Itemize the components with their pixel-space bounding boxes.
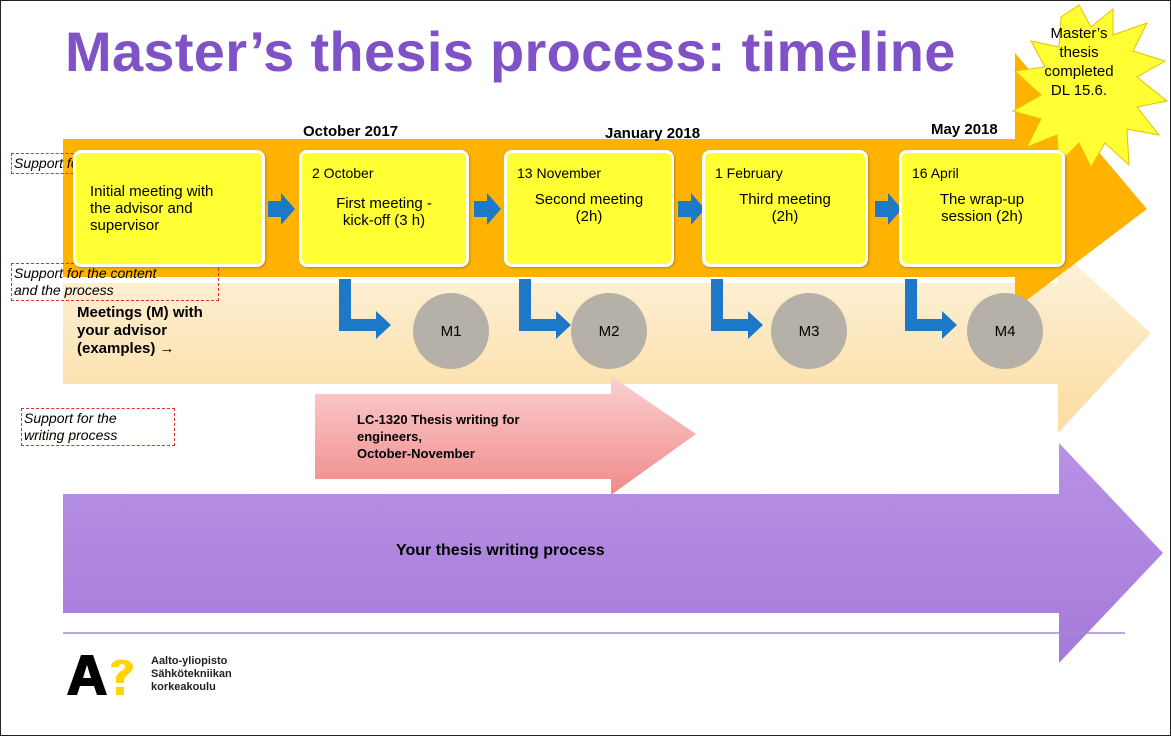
support-content-label: Support for the content and the process [11,263,219,301]
step-date: 1 February [715,165,783,181]
month-label: October 2017 [303,123,399,140]
logo-line: Aalto-yliopisto [151,655,228,667]
completed-line: Master’s [1050,25,1108,42]
elbow-arrow [519,279,571,339]
step-desc-line: (2h) [771,208,799,225]
support-line: Support for the [24,410,117,426]
step-description: The wrap-up session (2h) [908,191,1056,225]
course-line: October-November [357,446,475,461]
step-box: 16 April The wrap-up session (2h) [899,150,1065,267]
logo-line: korkeakoulu [151,681,216,693]
step-description: Initial meeting with the advisor and sup… [90,183,256,234]
course-line: LC-1320 Thesis writing for [357,412,520,427]
step-desc-line: Second meeting [534,191,644,208]
step-date: 16 April [912,165,959,181]
support-line: writing process [24,427,118,443]
step-desc-line: Initial meeting with [90,183,214,200]
writing-arrow [63,443,1163,663]
course-line: engineers, [357,429,423,444]
logo-line: Sähkötekniikan [151,668,232,680]
meeting-circle: M1 [413,293,489,369]
step-desc-line: session (2h) [941,208,1023,225]
meeting-circle: M2 [571,293,647,369]
page-title: Master’s thesis process: timeline [65,20,956,83]
elbow-arrow [711,279,763,339]
meeting-circle: M3 [771,293,847,369]
step-desc-line: Third meeting [739,191,831,208]
month-label: May 2018 [931,121,998,138]
meetings-label-line: your advisor [77,322,168,339]
connector-arrow [678,193,705,225]
course-label: LC-1320 Thesis writing for engineers, Oc… [357,411,520,462]
course-arrow [315,376,696,495]
completed-burst [1011,4,1169,169]
step-description: Third meeting (2h) [711,191,859,225]
writing-process-label: Your thesis writing process [396,542,605,559]
step-desc-line: (2h) [575,208,603,225]
completed-line: DL 15.6. [1050,82,1108,99]
step-box: 13 November Second meeting (2h) [504,150,674,267]
meetings-label-line: Meetings (M) with [77,304,203,321]
month-label: January 2018 [605,125,701,142]
meetings-label-line: (examples) → [77,340,175,357]
step-box: 1 February Third meeting (2h) [702,150,868,267]
connector-arrow [474,193,501,225]
completed-line: completed [1044,63,1114,80]
meetings-label: Meetings (M) with your advisor (examples… [77,304,203,358]
completed-line: thesis [1059,44,1099,61]
step-connector-arrows [268,193,902,225]
step-desc-line: supervisor [90,217,160,234]
step-description: Second meeting (2h) [513,191,665,225]
elbow-arrow [905,279,957,339]
step-description: First meeting - kick-off (3 h) [308,195,460,229]
support-line: and the process [14,282,114,298]
elbow-arrow [339,279,391,339]
connector-arrow [268,193,295,225]
step-date: 13 November [517,165,602,181]
step-desc-line: kick-off (3 h) [342,212,426,229]
aalto-logo-icon [67,655,133,695]
support-line: Support for the content [14,265,157,281]
meeting-elbow-arrows [339,279,957,339]
connector-arrow [875,193,902,225]
meeting-circle: M4 [967,293,1043,369]
step-desc-line: the advisor and [90,200,193,217]
step-desc-line: The wrap-up [939,191,1025,208]
step-date: 2 October [312,165,374,181]
completed-label: Master’s thesis completed DL 15.6. [1041,24,1117,100]
step-box: 2 October First meeting - kick-off (3 h) [299,150,469,267]
step-desc-line: First meeting - [336,195,432,212]
support-writing-label: Support for the writing process [21,408,175,446]
logo-text: Aalto-yliopisto Sähkötekniikan korkeakou… [151,655,232,694]
step-box: Initial meeting with the advisor and sup… [73,150,265,267]
